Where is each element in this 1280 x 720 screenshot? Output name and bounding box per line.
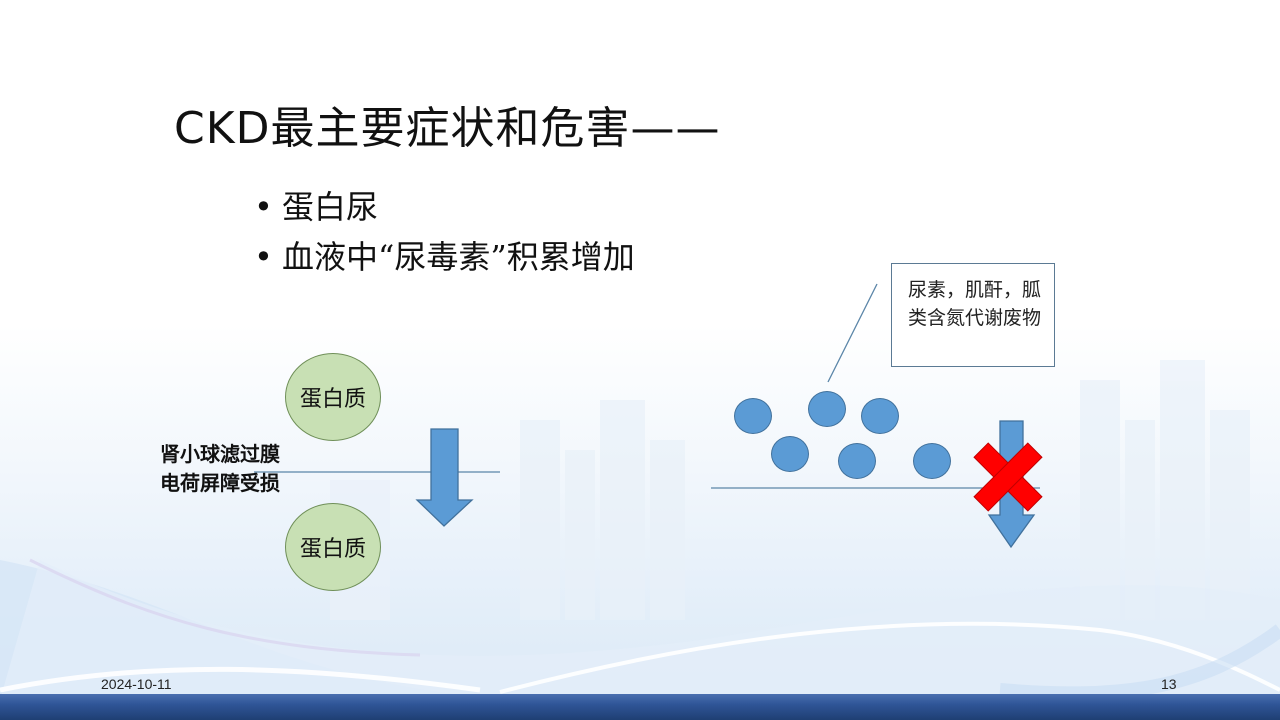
- waste-molecule-dot: [838, 443, 876, 479]
- red-x-icon: [973, 442, 1043, 512]
- bullet-item: •血液中“尿毒素”积累增加: [254, 234, 635, 284]
- bullet-list: •蛋白尿 •血液中“尿毒素”积累增加: [254, 184, 635, 284]
- skyline-decoration: [330, 360, 1250, 620]
- waste-molecule-dot: [808, 391, 846, 427]
- footer-date: 2024-10-11: [101, 676, 172, 692]
- page-number: 13: [1161, 676, 1177, 692]
- waste-molecule-dot: [861, 398, 899, 434]
- protein-circle-bottom: 蛋白质: [285, 503, 381, 591]
- bullet-marker: •: [254, 188, 273, 226]
- callout-pointer-line: [827, 283, 878, 383]
- footer-bar: [0, 694, 1280, 720]
- slide-title: CKD最主要症状和危害——: [174, 103, 721, 154]
- barrier-label: 肾小球滤过膜电荷屏障受损: [160, 442, 280, 495]
- callout-box: 尿素，肌酐，胍类含氮代谢废物: [891, 263, 1055, 367]
- protein-circle-top: 蛋白质: [285, 353, 381, 441]
- down-arrow-icon: [415, 428, 474, 527]
- bullet-item: •蛋白尿: [254, 184, 635, 234]
- waste-molecule-dot: [913, 443, 951, 479]
- waste-molecule-dot: [771, 436, 809, 472]
- waste-molecule-dot: [734, 398, 772, 434]
- bullet-text: 蛋白尿: [282, 188, 379, 226]
- bullet-marker: •: [254, 238, 273, 276]
- bullet-text: 血液中“尿毒素”积累增加: [282, 238, 635, 276]
